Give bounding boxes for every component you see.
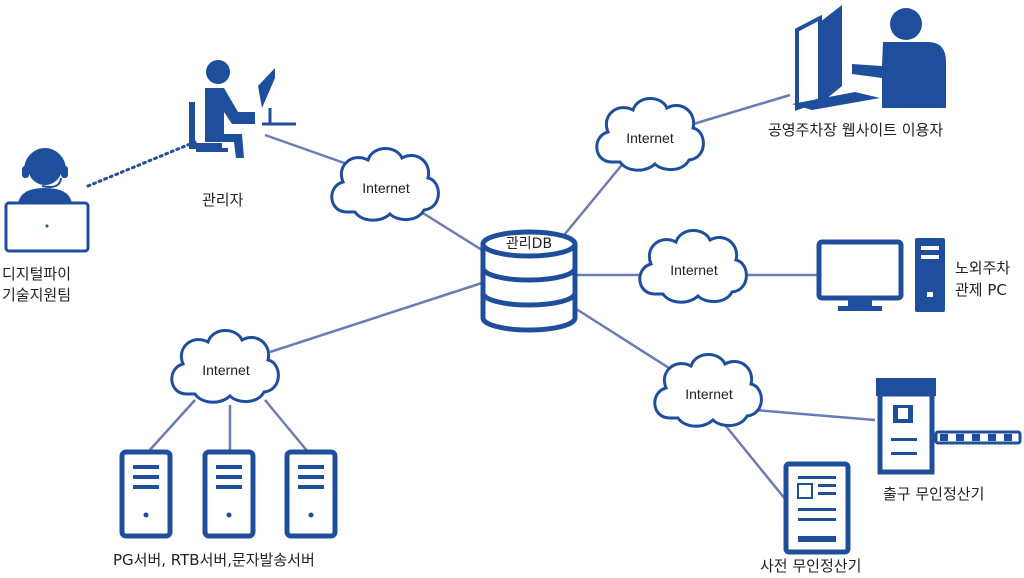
line-cloud-exit-kiosk	[754, 408, 876, 422]
cloud-label-kiosk: Internet	[685, 386, 733, 402]
connections	[147, 93, 876, 506]
cloud-label-admin: Internet	[362, 180, 410, 196]
cloud-label-servers: Internet	[202, 362, 250, 378]
database-icon	[480, 229, 578, 333]
cloud-servers-shape	[170, 329, 280, 404]
offsite-pc-label-line2: 관제 PC	[955, 281, 1007, 299]
line-db-website-cloud	[559, 154, 631, 241]
server-tower-icon	[202, 449, 256, 539]
server-tower-icon	[284, 449, 338, 539]
pre-kiosk-label: 사전 무인정산기	[760, 557, 862, 575]
exit-kiosk-label: 출구 무인정산기	[883, 485, 985, 503]
cloud-label-website: Internet	[626, 130, 674, 146]
offsite-pc-label-line1: 노외주차	[955, 259, 1011, 277]
cloud-offsite-shape	[638, 229, 748, 304]
payment-kiosk-icon	[783, 461, 851, 555]
server-tower-icon	[119, 449, 173, 539]
line-cloud-pre-kiosk	[724, 424, 791, 506]
clouds	[170, 97, 763, 428]
desk-worker-icon	[189, 60, 296, 158]
line-db-servers-cloud	[269, 280, 486, 354]
admin-label: 관리자	[202, 191, 244, 209]
line-cloud-server3	[264, 399, 309, 453]
computer-user-icon	[792, 5, 946, 111]
line-db-kiosk-cloud	[569, 303, 681, 377]
headset-agent-icon	[4, 148, 90, 253]
dotted-support-link	[86, 140, 197, 188]
cloud-kiosk-shape	[653, 353, 763, 428]
support-team-label-line2: 기술지원팀	[2, 286, 72, 304]
line-website-cloud-user	[689, 93, 791, 127]
parking-gate-kiosk-icon	[876, 378, 1022, 475]
database-label: 관리DB	[505, 236, 553, 252]
cloud-label-offsite: Internet	[670, 262, 718, 278]
line-cloud-server1	[147, 399, 196, 453]
servers-label: PG서버, RTB서버,문자발송서버	[113, 551, 315, 569]
website-user-label: 공영주차장 웹사이트 이용자	[768, 121, 944, 139]
server-towers	[119, 449, 338, 539]
support-team-label-line1: 디지털파이	[2, 265, 72, 283]
cloud-admin-shape	[330, 147, 440, 222]
desktop-pc-icon	[816, 238, 945, 312]
line-admin-cloud	[264, 133, 351, 167]
cloud-website-shape	[595, 97, 705, 172]
